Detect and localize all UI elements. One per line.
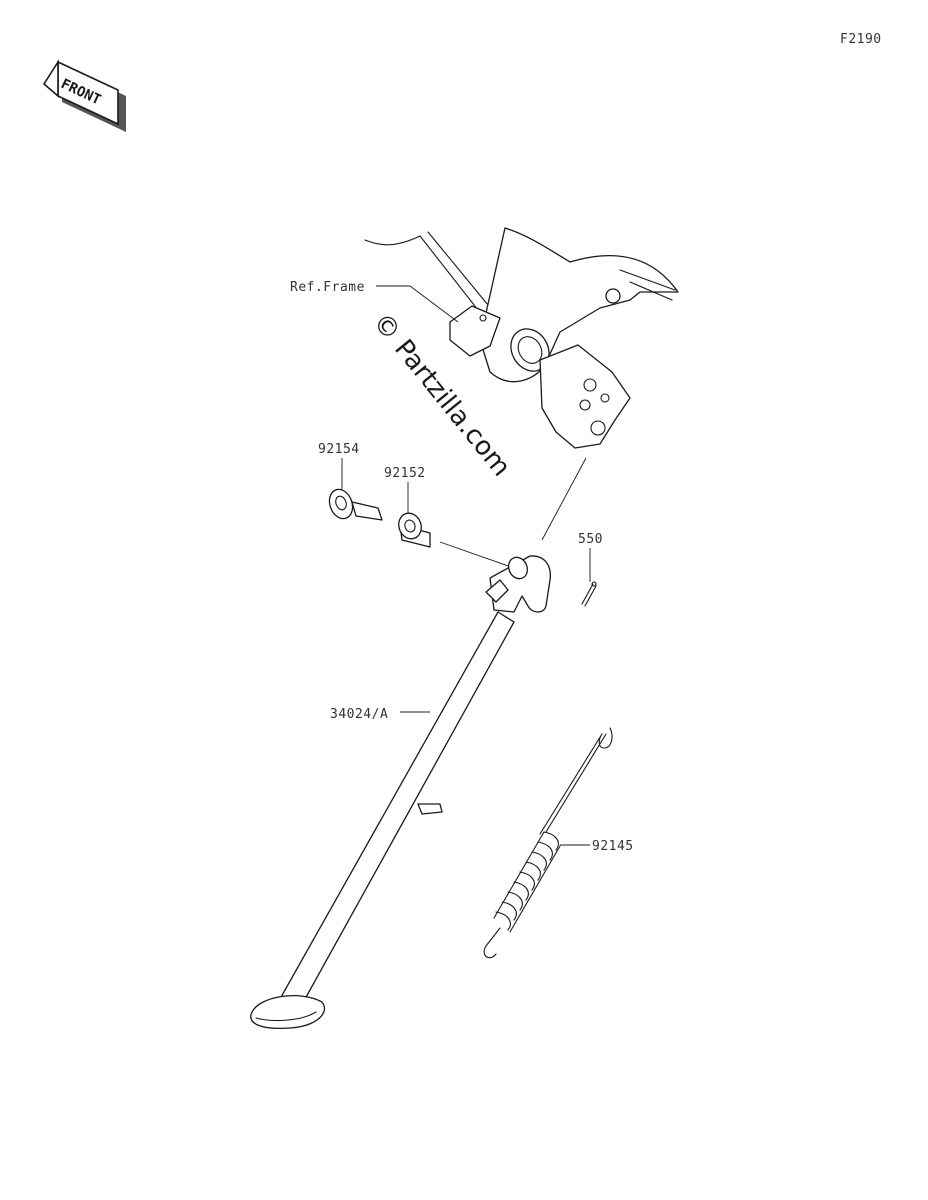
collar-part[interactable] — [395, 510, 431, 548]
callout-92145: 92145 — [592, 839, 634, 854]
callout-92152: 92152 — [384, 466, 426, 481]
diagram-code: F2190 — [840, 32, 882, 47]
frame-reference — [364, 227, 679, 449]
cotter-pin-part[interactable] — [581, 581, 597, 607]
bolt-part[interactable] — [326, 486, 383, 522]
callout-92154: 92154 — [318, 442, 360, 457]
callout-550: 550 — [578, 532, 603, 547]
spring-coil — [493, 831, 561, 933]
callout-34024-a: 34024/A — [330, 707, 388, 722]
spring-part[interactable] — [483, 727, 613, 959]
front-arrow-icon: FRONT — [42, 59, 126, 132]
side-stand-part[interactable] — [250, 554, 551, 1030]
callout-ref-frame: Ref.Frame — [290, 280, 365, 295]
